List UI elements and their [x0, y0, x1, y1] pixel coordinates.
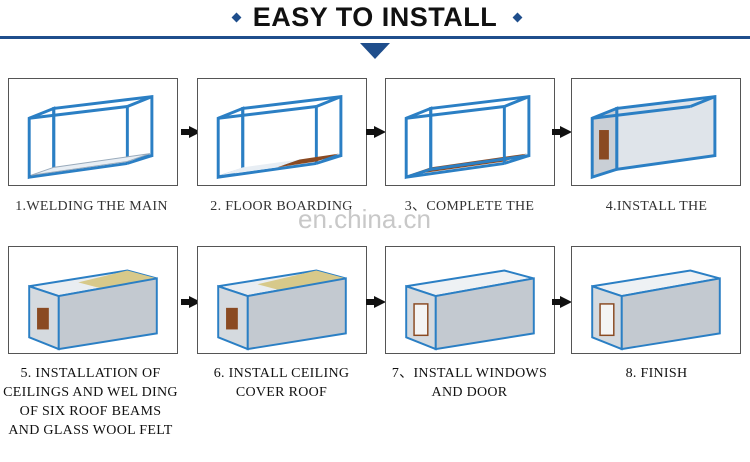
down-triangle-icon [360, 43, 390, 59]
container-finished-icon [591, 269, 721, 351]
container-frame-icon [27, 95, 154, 180]
step-2-label: 2. FLOOR BOARDING [210, 199, 353, 213]
container-walls-icon [590, 95, 717, 180]
header-divider [0, 36, 750, 39]
step-7-image [385, 246, 555, 354]
step-3-label: 3、COMPLETE THE [404, 199, 535, 213]
container-windows-icon [405, 269, 535, 351]
arrow-right-icon [552, 126, 572, 138]
step-6-label: 6. INSTALL CEILING COVER ROOF [213, 366, 350, 400]
watermark: en.china.cn [298, 204, 431, 234]
step-3-image [385, 78, 555, 186]
step-7-label: 7、INSTALL WINDOWS AND DOOR [391, 366, 548, 400]
step-2-image [197, 78, 367, 186]
step-1-image [8, 78, 178, 186]
step-8-label: 8. FINISH [625, 366, 688, 381]
step-5-image [8, 246, 178, 354]
container-floor-complete-icon [404, 95, 531, 180]
step-6-image [197, 246, 367, 354]
step-4-label: 4.INSTALL THE [605, 199, 708, 213]
arrow-right-icon [366, 296, 386, 308]
container-floor-icon [216, 95, 343, 180]
step-4-image [571, 78, 741, 186]
page-title: EASY TO INSTALL [252, 2, 498, 32]
step-1-label: 1.WELDING THE MAIN [15, 199, 168, 213]
step-5-label: 5. INSTALLATION OF CEILINGS AND WEL DING… [3, 366, 178, 438]
container-ceiling-icon [28, 269, 158, 351]
arrow-right-icon [366, 126, 386, 138]
step-8-image [571, 246, 741, 354]
container-roof-icon [217, 269, 347, 351]
header: EASY TO INSTALL [0, 0, 750, 60]
arrow-right-icon [552, 296, 572, 308]
